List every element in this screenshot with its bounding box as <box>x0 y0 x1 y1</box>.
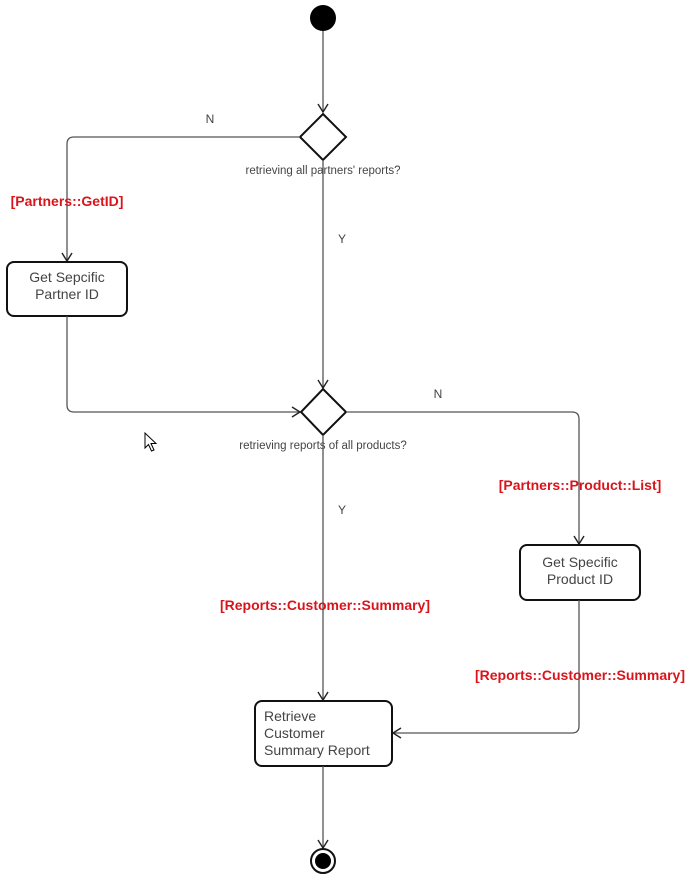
decision-1-no-label: N <box>206 112 215 126</box>
action-3-line-3: Summary Report <box>264 742 370 758</box>
edge-product-id-to-summary <box>393 600 580 734</box>
guard-partners-getid: [Partners::GetID] <box>11 193 124 209</box>
guard-reports-summary-main: [Reports::Customer::Summary] <box>220 597 430 613</box>
action-get-product-id[interactable] <box>519 544 641 601</box>
action-2-line-1: Get Specific <box>542 554 617 570</box>
action-2-line-2: Product ID <box>547 571 613 587</box>
guard-reports-summary-side: [Reports::Customer::Summary] <box>475 667 685 683</box>
guard-partners-product-list: [Partners::Product::List] <box>499 477 662 493</box>
decision-2-yes-label: Y <box>338 503 346 517</box>
decision-1-diamond[interactable] <box>298 112 348 162</box>
action-3-line-1: Retrieve <box>264 708 316 724</box>
edge-decision1-no-to-partner-id <box>66 136 300 261</box>
decision-1-yes-label: Y <box>338 232 346 246</box>
edge-partner-id-to-decision2 <box>66 316 300 413</box>
end-node[interactable] <box>310 848 336 874</box>
action-3-line-2: Customer <box>264 725 325 741</box>
mouse-cursor-icon <box>144 431 158 452</box>
decision-2-no-label: N <box>434 387 443 401</box>
start-node[interactable] <box>310 5 336 31</box>
decision-2-diamond[interactable] <box>299 387 348 437</box>
edge-decision2-no-to-product-id <box>346 411 580 544</box>
arrowhead <box>317 103 329 114</box>
action-1-line-1: Get Sepcific <box>29 269 104 285</box>
action-1-line-2: Partner ID <box>35 286 99 302</box>
